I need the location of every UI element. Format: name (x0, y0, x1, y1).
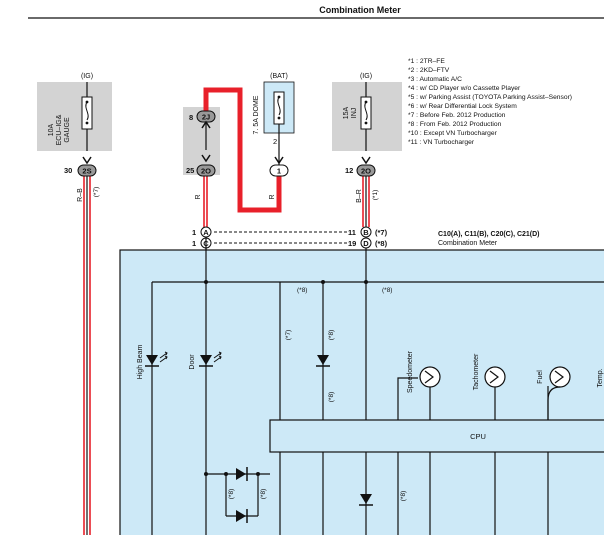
svg-text:25: 25 (186, 166, 194, 175)
pin-meter-b: 11 B (*7) (348, 226, 388, 238)
svg-text:(*8): (*8) (375, 239, 388, 248)
svg-text:D: D (363, 239, 369, 248)
pin-meter-a: 1 A (192, 226, 212, 238)
svg-text:GAUGE: GAUGE (64, 117, 71, 143)
red-wire-loop (203, 87, 282, 213)
svg-text:2O: 2O (201, 167, 211, 176)
svg-text:10A: 10A (48, 123, 55, 136)
page-title: Combination Meter (319, 5, 401, 15)
notes-list: *1 : 2TR–FE *2 : 2KD–FTV *3 : Automatic … (408, 58, 572, 146)
wire-note: (*1) (372, 190, 379, 200)
pin-2o-left: 25 2O (186, 164, 216, 177)
temp-label: Temp. (597, 368, 604, 387)
note-item: *8 : From Feb. 2012 Production (408, 121, 502, 128)
tachometer-label: Tachometer (473, 353, 480, 390)
note-item: *3 : Automatic A/C (408, 76, 462, 83)
inner-note: (*8) (260, 489, 267, 499)
note-item: *6 : w/ Rear Differential Lock System (408, 103, 517, 110)
inner-note: (*8) (228, 489, 235, 499)
pin-meter-d: 19 D (*8) (348, 237, 388, 249)
fuel-gauge-icon (547, 366, 571, 420)
note-item: *2 : 2KD–FTV (408, 67, 450, 74)
diode-icon (316, 355, 330, 367)
high-beam-led-icon (145, 351, 168, 367)
pin-2s: 30 2S (64, 156, 97, 177)
fuse-supply-label: (IG) (360, 73, 372, 80)
note-item: *11 : VN Turbocharger (408, 139, 475, 146)
note-item: *5 : w/ Parking Assist (TOYOTA Parking A… (408, 94, 572, 101)
svg-text:(*7): (*7) (375, 228, 388, 237)
speedometer-gauge-icon (397, 366, 441, 420)
note-item: *1 : 2TR–FE (408, 58, 445, 65)
cpu-label: CPU (470, 432, 486, 441)
pin-number: 2 (273, 137, 277, 146)
fuse-box-ecu-ig-gauge (37, 82, 112, 151)
note-item: *7 : Before Feb. 2012 Production (408, 112, 506, 119)
diode-icon (236, 467, 248, 481)
svg-text:1: 1 (192, 239, 196, 248)
diode-icon (359, 494, 373, 506)
svg-text:8: 8 (189, 113, 193, 122)
inner-note: (*8) (400, 491, 407, 501)
tachometer-gauge-icon (484, 366, 506, 420)
pin-2j: 8 2J (189, 110, 216, 163)
wire-r-left (203, 176, 208, 227)
meter-name-label: Combination Meter (438, 240, 498, 247)
wire-rb-left (83, 176, 91, 535)
svg-text:2J: 2J (202, 113, 210, 122)
fuse-rating-label: 10A ECU–IG& GAUGE (48, 114, 71, 145)
door-label: Door (189, 354, 196, 370)
note-item: *10 : Except VN Turbocharger (408, 130, 498, 137)
fuel-label: Fuel (537, 370, 544, 384)
svg-text:12: 12 (345, 166, 353, 175)
svg-text:2O: 2O (361, 167, 371, 176)
wire-br-right (362, 176, 370, 227)
fuse-supply-label: (IG) (81, 73, 93, 80)
wire-color-label: R (269, 194, 276, 199)
svg-text:1: 1 (192, 228, 196, 237)
svg-text:19: 19 (348, 239, 356, 248)
svg-text:2S: 2S (82, 167, 91, 176)
cpu-block (269, 419, 604, 453)
inner-note: (*8) (382, 287, 392, 294)
pin-meter-c: 1 C (192, 237, 212, 249)
wire-color-label: R–B (77, 188, 84, 202)
inner-note: (*7) (285, 330, 292, 340)
svg-text:B: B (363, 228, 369, 237)
wire-color-label: B–R (356, 189, 363, 203)
svg-text:A: A (203, 228, 209, 237)
wire-color-label: R (195, 194, 202, 199)
svg-text:1: 1 (277, 167, 281, 176)
fuse-rating-label: 15A (343, 106, 350, 119)
wire-note: (*7) (93, 187, 100, 197)
pin-2o-right: 12 2O (345, 156, 376, 177)
pin-dome-1: 1 (269, 156, 289, 177)
note-item: *4 : w/ CD Player w/o Cassette Player (408, 85, 521, 92)
inner-note: (*8) (328, 392, 335, 402)
high-beam-label: High Beam (137, 345, 144, 380)
fuse-rating-label: 7. 5A DOME (253, 95, 260, 134)
meter-connectors-label: C10(A), C11(B), C20(C), C21(D) (438, 231, 540, 238)
svg-text:ECU–IG&: ECU–IG& (56, 114, 63, 145)
svg-text:30: 30 (64, 166, 72, 175)
inner-note: (*8) (328, 330, 335, 340)
door-led-icon (199, 351, 222, 367)
inner-note: (*8) (297, 287, 307, 294)
combination-meter-body (119, 249, 604, 535)
diode-icon (236, 509, 248, 523)
speedometer-label: Speedometer (407, 350, 414, 393)
fuse-supply-label: (BAT) (270, 73, 288, 80)
svg-text:11: 11 (348, 228, 356, 237)
fuse-rating-label: INJ (351, 108, 358, 119)
